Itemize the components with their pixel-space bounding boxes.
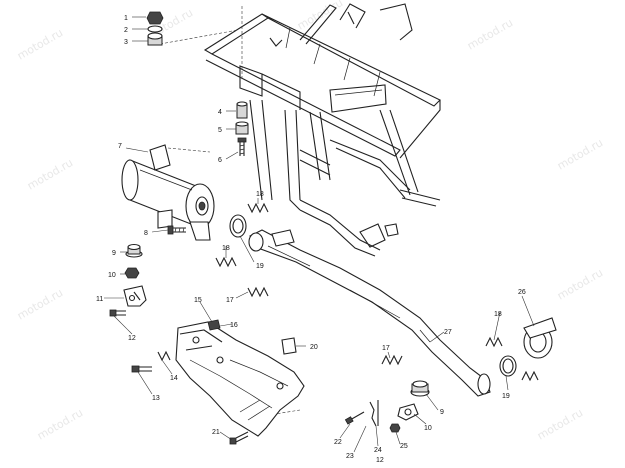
callout-19-right: 19 [502, 393, 510, 400]
callout-11: 11 [96, 296, 103, 303]
watermark-text: motod.ru [465, 16, 515, 52]
callout-23: 23 [346, 453, 354, 460]
exhaust-head-pipe [248, 229, 491, 397]
callout-15: 15 [194, 297, 202, 304]
callout-24: 24 [374, 447, 382, 454]
watermark-text: motod.ru [535, 406, 585, 442]
watermark-text: motod.ru [555, 266, 605, 302]
chassis-frame [203, 3, 441, 257]
exhaust-flange [523, 317, 557, 359]
spacer-bushing-bolt [235, 101, 249, 156]
callout-18-top: 18 [256, 191, 264, 198]
callout-18-left: 18 [222, 245, 230, 252]
callout-12-right: 12 [376, 457, 384, 464]
muffler-bracket [123, 285, 147, 307]
callout-12-left: 12 [128, 335, 136, 342]
callout-18-right: 18 [494, 311, 502, 318]
callout-1: 1 [124, 15, 128, 22]
leader-lines [104, 16, 535, 453]
callout-25: 25 [400, 443, 408, 450]
watermark-text: motod.ru [25, 156, 75, 192]
callout-27: 27 [444, 329, 452, 336]
fasteners-bottom-center [344, 400, 379, 427]
callout-17-center: 17 [382, 345, 390, 352]
callout-14: 14 [170, 375, 178, 382]
callout-2: 2 [124, 27, 128, 34]
callout-6: 6 [218, 157, 222, 164]
callout-8: 8 [144, 230, 148, 237]
spring-center [381, 354, 403, 366]
springs-left [215, 202, 269, 298]
callout-7: 7 [118, 143, 122, 150]
watermark-text: motod.ru [35, 406, 85, 442]
callout-21: 21 [212, 429, 220, 436]
callout-17-left: 17 [226, 297, 234, 304]
watermark-text: motod.ru [555, 136, 605, 172]
callout-19-left: 19 [256, 263, 264, 270]
watermark-layer: motod.ru motod.ru motod.ru motod.ru moto… [15, 0, 605, 443]
muffler [121, 144, 215, 241]
callout-16: 16 [230, 322, 238, 329]
callout-10-left: 10 [108, 272, 116, 279]
callout-9-right: 9 [440, 409, 444, 416]
heat-shield [175, 321, 305, 437]
watermark-text: motod.ru [15, 286, 65, 322]
mount-hardware-stack [146, 11, 164, 46]
springs-right [485, 336, 539, 382]
shield-small-parts [131, 319, 297, 445]
callout-5: 5 [218, 127, 222, 134]
muffler-bolt [167, 225, 186, 235]
callout-20: 20 [310, 344, 318, 351]
callout-13: 13 [152, 395, 160, 402]
grommet-nut-left [124, 243, 143, 279]
part-callouts: 1 2 3 4 5 6 7 8 9 10 11 12 13 14 15 16 1… [96, 15, 526, 464]
callout-4: 4 [218, 109, 222, 116]
bracket-bolt [109, 309, 126, 317]
watermark-text: motod.ru [15, 26, 65, 62]
callout-10-right: 10 [424, 425, 432, 432]
callout-22: 22 [334, 439, 342, 446]
callout-26: 26 [518, 289, 526, 296]
callout-3: 3 [124, 39, 128, 46]
callout-9-left: 9 [112, 250, 116, 257]
grommet-nut-right [389, 380, 430, 433]
